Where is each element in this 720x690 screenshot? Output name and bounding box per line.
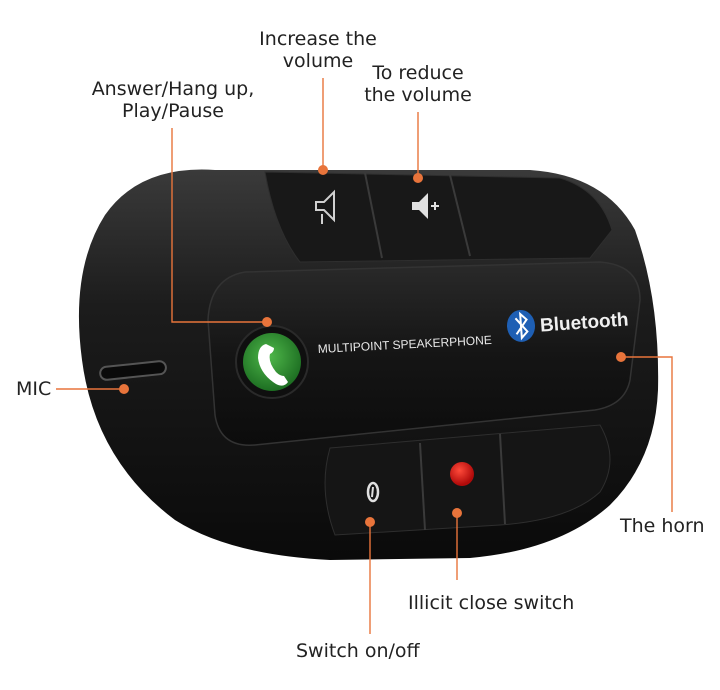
button-divider <box>364 172 383 259</box>
callout-text: Answer/Hang up, <box>91 78 255 100</box>
callout-reduce-volume: To reduce the volume <box>358 62 478 106</box>
callout-text: Play/Pause <box>122 100 224 122</box>
callout-dot-switch <box>365 517 375 527</box>
phone-icon <box>258 344 288 386</box>
callout-answer-hangup: Answer/Hang up, Play/Pause <box>88 78 258 122</box>
callout-increase-volume: Increase the volume <box>258 28 378 72</box>
callout-horn: The horn <box>620 515 705 537</box>
volume-down-icon[interactable] <box>412 193 439 219</box>
callout-dot-close-switch <box>452 508 462 518</box>
callout-line-horn <box>622 356 673 512</box>
callout-line-answer <box>171 128 266 323</box>
callout-switch-onoff: Switch on/off <box>296 640 420 662</box>
top-button-strip <box>264 171 613 263</box>
button-divider <box>499 433 506 525</box>
button-divider <box>419 442 426 531</box>
callout-lines <box>56 78 673 634</box>
callout-illicit-close: Illicit close switch <box>408 592 575 614</box>
callout-dot-increase-volume <box>318 165 328 175</box>
callout-dots <box>119 165 626 527</box>
volume-up-icon[interactable] <box>315 189 335 224</box>
front-panel <box>207 261 641 446</box>
close-switch-button[interactable] <box>450 462 474 486</box>
button-divider <box>449 174 471 257</box>
callout-text: To reduce <box>372 62 464 84</box>
power-switch[interactable] <box>366 481 380 503</box>
power-icon <box>366 481 380 503</box>
callout-text: Increase the <box>259 28 377 50</box>
callout-dot-reduce-volume <box>413 173 423 183</box>
bluetooth-icon <box>514 311 529 341</box>
callout-dot-answer <box>262 317 272 327</box>
answer-button[interactable] <box>235 325 309 399</box>
callout-mic: MIC <box>16 378 52 400</box>
mic-slot <box>99 360 167 381</box>
callout-text: volume <box>282 50 354 72</box>
callout-dot-horn <box>616 352 626 362</box>
callout-text: the volume <box>364 84 472 106</box>
callout-dot-mic <box>119 384 129 394</box>
